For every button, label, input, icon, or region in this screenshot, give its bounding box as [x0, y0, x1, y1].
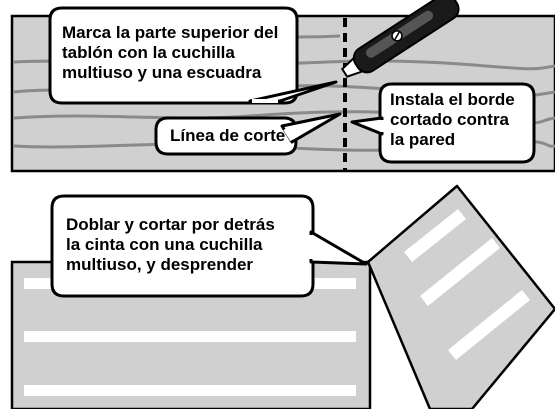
utility-knife-icon	[340, 0, 460, 78]
callout-fold-text: Doblar y cortar por detrás la cinta con …	[66, 215, 275, 274]
callout-fold-cut	[50, 194, 368, 298]
callout-install-text: Instala el borde cortado contra la pared	[390, 90, 515, 149]
callout-cut-line	[154, 112, 342, 156]
callout-mark-top	[48, 6, 338, 105]
folded-piece	[366, 184, 555, 409]
callout-install-edge	[350, 82, 536, 164]
callout-mark-text: Marca la parte superior del tablón con l…	[62, 23, 279, 82]
callout-cut-line-text: Línea de corte	[170, 126, 286, 145]
